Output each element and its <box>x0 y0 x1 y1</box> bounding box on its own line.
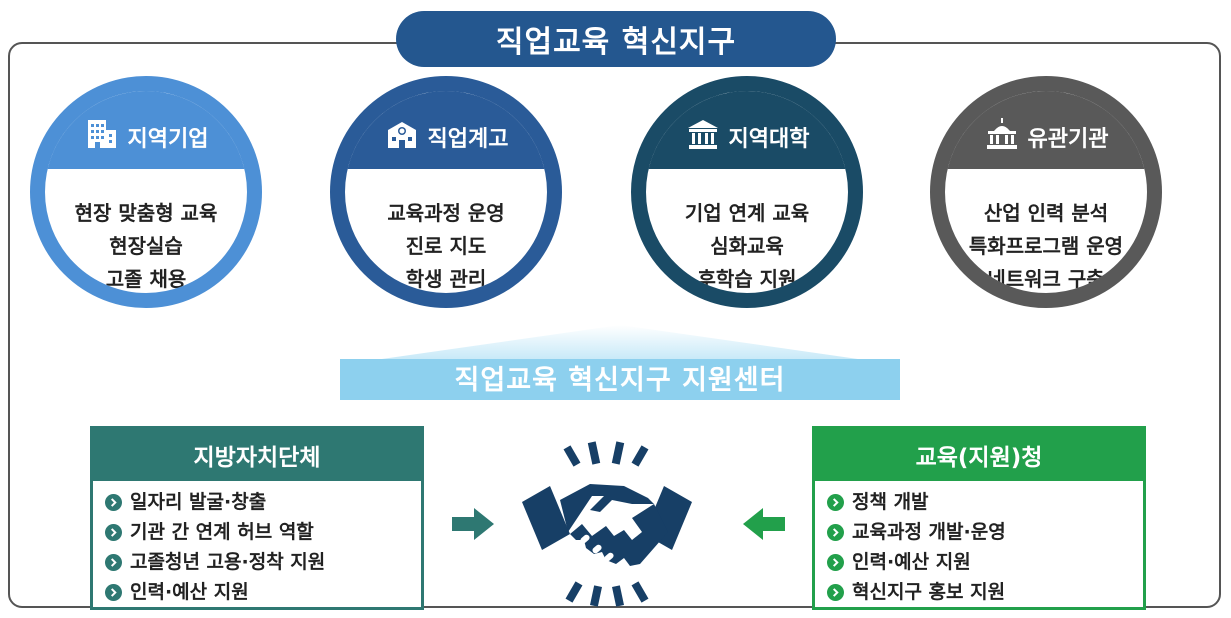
chevron-right-icon <box>105 493 122 511</box>
support-center-banner <box>340 325 900 400</box>
circle-label: 직업계고 <box>427 127 509 152</box>
circle-line: 심화교육 <box>710 234 784 258</box>
list-item: 정책 개발 <box>827 487 1143 517</box>
circle-line: 진로 지도 <box>405 234 487 258</box>
circle-header: 지역기업 <box>45 91 247 169</box>
circle-related-agency: 유관기관 산업 인력 분석 특화프로그램 운영 네트워크 구축 <box>930 76 1162 308</box>
chevron-right-icon <box>827 493 844 511</box>
chevron-right-icon <box>105 583 122 601</box>
university-icon <box>685 116 721 158</box>
circle-label: 지역대학 <box>728 127 810 152</box>
list-item: 인력·예산 지원 <box>827 547 1143 577</box>
handshake-icon <box>522 441 692 607</box>
chevron-right-icon <box>827 553 844 571</box>
circle-line: 현장실습 <box>109 234 183 258</box>
main-title: 직업교육 혁신지구 <box>396 11 836 67</box>
office-building-icon <box>84 116 120 158</box>
circle-line: 산업 인력 분석 <box>983 201 1109 225</box>
government-building-icon <box>984 116 1020 158</box>
circle-line: 기업 연계 교육 <box>684 201 810 225</box>
chevron-right-icon <box>105 553 122 571</box>
list-item: 고졸청년 고용·정착 지원 <box>105 547 421 577</box>
panel-title: 지방자치단체 <box>93 429 421 481</box>
chevron-right-icon <box>827 523 844 541</box>
education-office-panel: 교육(지원)청 정책 개발 교육과정 개발·운영 인력·예산 지원 혁신지구 홍… <box>812 426 1146 610</box>
circle-line: 학생 관리 <box>405 267 487 291</box>
circle-line: 교육과정 운영 <box>387 201 505 225</box>
support-center-label: 직업교육 혁신지구 지원센터 <box>454 364 786 396</box>
circle-line: 네트워크 구축 <box>987 267 1105 291</box>
arrow-left-icon <box>743 508 785 540</box>
list-item: 인력·예산 지원 <box>105 577 421 607</box>
local-government-panel: 지방자치단체 일자리 발굴·창출 기관 간 연계 허브 역할 고졸청년 고용·정… <box>90 426 424 610</box>
circle-label: 지역기업 <box>127 127 209 152</box>
circle-header: 유관기관 <box>945 91 1147 169</box>
chevron-right-icon <box>105 523 122 541</box>
list-item: 기관 간 연계 허브 역할 <box>105 517 421 547</box>
circle-line: 고졸 채용 <box>105 267 187 291</box>
list-item: 혁신지구 홍보 지원 <box>827 577 1143 607</box>
circle-vocational-high-school: 직업계고 교육과정 운영 진로 지도 학생 관리 <box>330 76 562 308</box>
circle-label: 유관기관 <box>1027 127 1109 152</box>
circle-line: 특화프로그램 운영 <box>968 234 1124 258</box>
circle-line: 후학습 지원 <box>697 267 797 291</box>
chevron-right-icon <box>827 583 844 601</box>
circle-header: 지역대학 <box>646 91 848 169</box>
school-icon <box>384 116 420 158</box>
arrow-right-icon <box>452 508 494 540</box>
circle-header: 직업계고 <box>345 91 547 169</box>
circle-line: 현장 맞춤형 교육 <box>74 201 218 225</box>
panel-title: 교육(지원)청 <box>815 429 1143 481</box>
circle-regional-company: 지역기업 현장 맞춤형 교육 현장실습 고졸 채용 <box>30 76 262 308</box>
list-item: 교육과정 개발·운영 <box>827 517 1143 547</box>
circle-regional-university: 지역대학 기업 연계 교육 심화교육 후학습 지원 <box>631 76 863 308</box>
list-item: 일자리 발굴·창출 <box>105 487 421 517</box>
